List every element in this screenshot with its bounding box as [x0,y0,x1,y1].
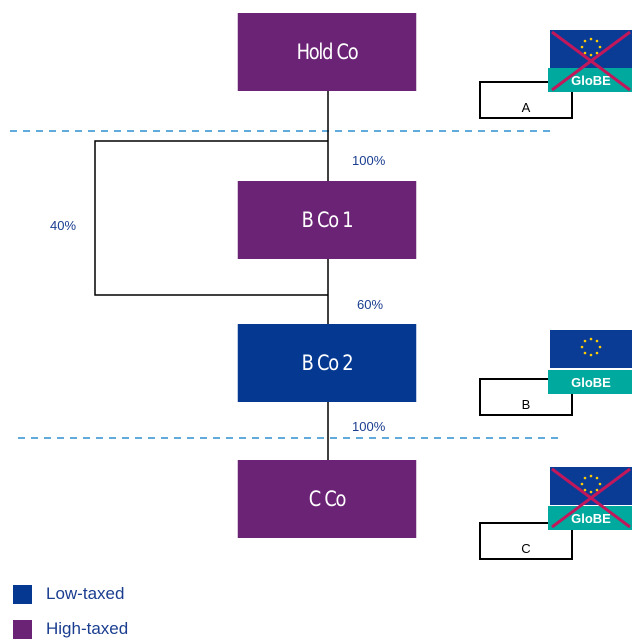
marker-c-box: C [479,522,573,560]
eu-flag-icon [550,30,632,68]
globe-badge-c-label: GloBE [571,510,611,526]
ownership-holdco-bco1: 100% [352,153,386,168]
eu-stars-icon [580,37,602,57]
ownership-bco2-cco: 100% [352,419,386,434]
globe-badge-b: GloBE [548,370,632,394]
entity-cco-label: C Co [308,487,347,511]
legend-high-label: High-taxed [46,619,129,638]
marker-c-label: C [521,541,531,556]
cross-icon [551,467,631,529]
entity-cco[interactable]: C Co [237,460,417,538]
cross-icon [551,30,631,92]
legend-high-swatch [13,620,32,639]
holdco-to-bco2-line [94,140,328,296]
entity-bco2[interactable]: B Co 2 [237,324,417,402]
marker-b-label: B [521,397,531,412]
globe-badge-b-label: GloBE [571,374,611,390]
ownership-bco1-bco2: 60% [357,297,384,312]
legend-low-swatch [13,585,32,604]
eu-stars-icon [580,337,602,357]
entity-holdco-label: Hold Co [296,40,359,64]
eu-stars-icon [580,474,602,494]
entity-bco1-label: B Co 1 [301,208,354,232]
legend-low-label: Low-taxed [46,584,125,603]
entity-holdco[interactable]: Hold Co [237,13,417,91]
ownership-holdco-bco2: 40% [50,218,77,233]
globe-badge-a-label: GloBE [571,72,611,88]
entity-bco1[interactable]: B Co 1 [237,181,417,259]
marker-a-label: A [521,100,531,115]
entity-bco2-label: B Co 2 [301,351,354,375]
eu-flag-icon [550,330,632,368]
